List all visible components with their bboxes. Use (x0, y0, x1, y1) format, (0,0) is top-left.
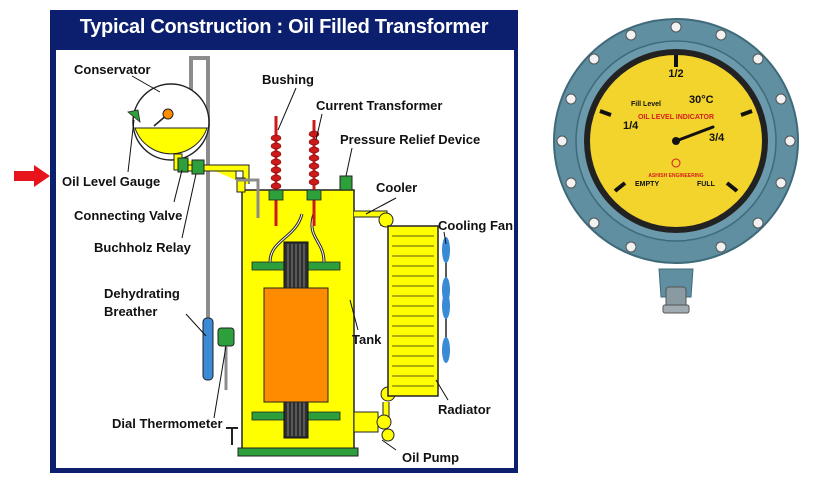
slide-title: Typical Construction : Oil Filled Transf… (79, 16, 489, 38)
bushing-right (306, 120, 322, 226)
oil-level-indicator-photo: 1/2 Fill Level 30°C OIL LEVEL INDICATOR … (551, 11, 801, 315)
transformer-slide: Typical Construction : Oil Filled Transf… (50, 10, 518, 473)
transformer-diagram: Conservator Oil Level Gauge Connecting V… (62, 56, 513, 465)
label-breather: Breather (104, 304, 157, 319)
oil-pump (353, 411, 395, 442)
cooling-fan-bottom (442, 293, 450, 363)
diagram-panel: Conservator Oil Level Gauge Connecting V… (56, 50, 514, 468)
label-pressure-relief-device: Pressure Relief Device (340, 132, 480, 147)
red-arrow-right-icon (14, 165, 50, 187)
label-cooling-fan: Cooling Fan (438, 218, 513, 233)
conservator (127, 83, 210, 161)
label-bushing: Bushing (262, 72, 314, 87)
dehydrating-breather (202, 317, 214, 381)
label-cooler: Cooler (376, 180, 417, 195)
core-and-windings (251, 213, 341, 439)
dial-thermometer (217, 327, 235, 347)
gauge-title: OIL LEVEL INDICATOR (638, 114, 714, 121)
label-oil-pump: Oil Pump (402, 450, 459, 465)
gauge-temperature: 30°C (689, 94, 714, 106)
label-tank: Tank (352, 332, 382, 347)
label-dial-thermometer: Dial Thermometer (112, 416, 223, 431)
radiator (387, 225, 439, 397)
gauge-fill-level: Fill Level (631, 101, 661, 108)
gauge-empty: EMPTY (635, 181, 659, 188)
gauge-three-quarter: 3/4 (709, 132, 725, 144)
label-dehydrating: Dehydrating (104, 286, 180, 301)
label-current-transformer: Current Transformer (316, 98, 442, 113)
label-buchholz-relay: Buchholz Relay (94, 240, 192, 255)
oil-level-gauge (127, 109, 141, 123)
label-conservator: Conservator (74, 62, 151, 77)
buchholz-relay (191, 159, 205, 175)
oil-level-indicator: 1/2 Fill Level 30°C OIL LEVEL INDICATOR … (553, 18, 799, 314)
label-oil-level-gauge: Oil Level Gauge (62, 174, 160, 189)
label-radiator: Radiator (438, 402, 491, 417)
bushing-left (268, 116, 284, 226)
gauge-needle (674, 125, 715, 143)
pressure-relief-device (339, 175, 353, 191)
gauge-full: FULL (697, 181, 716, 188)
gauge-maker: ASHISH ENGINEERING (648, 173, 703, 179)
maker-logo-icon (671, 158, 681, 168)
connecting-valve (177, 157, 189, 173)
gauge-quarter: 1/4 (623, 120, 639, 132)
label-connecting-valve: Connecting Valve (74, 208, 182, 223)
breather-pipe (189, 56, 210, 318)
gauge-half: 1/2 (668, 68, 683, 80)
